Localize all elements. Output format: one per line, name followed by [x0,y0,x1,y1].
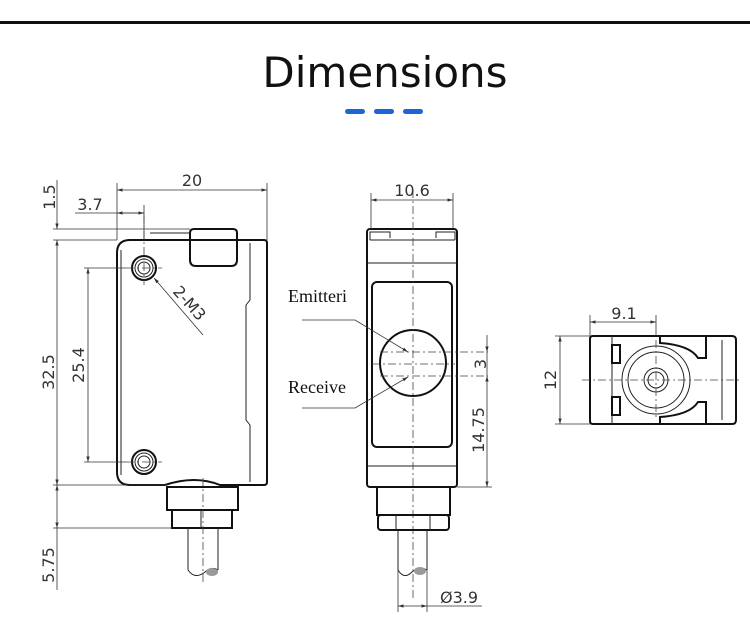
top-view: 9.1 12 [541,304,742,425]
dim-beam-height: 14.75 [469,407,488,453]
dim-beam-spacing: 3 [471,359,490,369]
side-view: 20 3.7 1.5 32.5 25.4 2-M3 5.75 [39,171,268,590]
page-title: Dimensions [262,48,507,97]
dim-connector-length: 5.75 [39,547,58,583]
dim-width-20: 20 [182,171,202,190]
dim-height: 32.5 [39,354,58,390]
dim-front-width: 10.6 [394,181,430,200]
receiver-label: Receive [288,377,346,397]
dim-top-offset: 1.5 [40,184,59,209]
title-accent-dashes [345,109,423,114]
top-rule [0,21,750,24]
dim-top-height: 12 [541,370,560,390]
dim-hole-spacing: 25.4 [69,347,88,383]
dim-cable-diameter: Ø3.9 [440,588,478,607]
emitter-label: Emitteri [288,286,347,306]
front-view: Emitteri Receive 10.6 3 14.75 Ø3.9 [288,181,492,612]
dim-top-offset: 9.1 [611,304,636,323]
dim-hole-offset: 3.7 [77,195,102,214]
